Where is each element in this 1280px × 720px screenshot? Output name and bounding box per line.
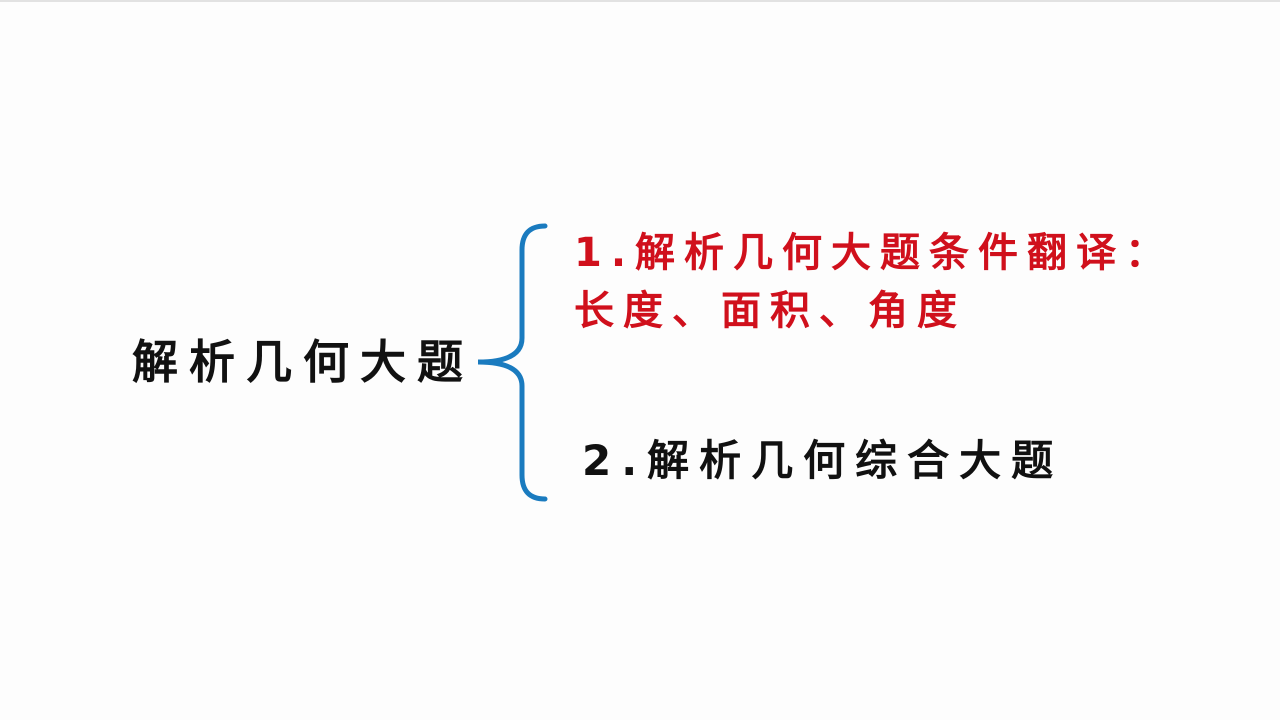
top-border: [0, 0, 1280, 2]
curly-brace-icon: [477, 223, 548, 502]
subtopic-2-line1: 2.解析几何综合大题: [582, 436, 1064, 485]
subtopic-1: 1.解析几何大题条件翻译： 长度、面积、角度: [574, 224, 1174, 340]
subtopic-1-line2: 长度、面积、角度: [574, 288, 966, 334]
subtopic-1-line1: 1.解析几何大题条件翻译：: [574, 230, 1175, 276]
main-topic-title: 解析几何大题: [132, 335, 474, 389]
subtopic-2: 2.解析几何综合大题: [582, 432, 1063, 490]
